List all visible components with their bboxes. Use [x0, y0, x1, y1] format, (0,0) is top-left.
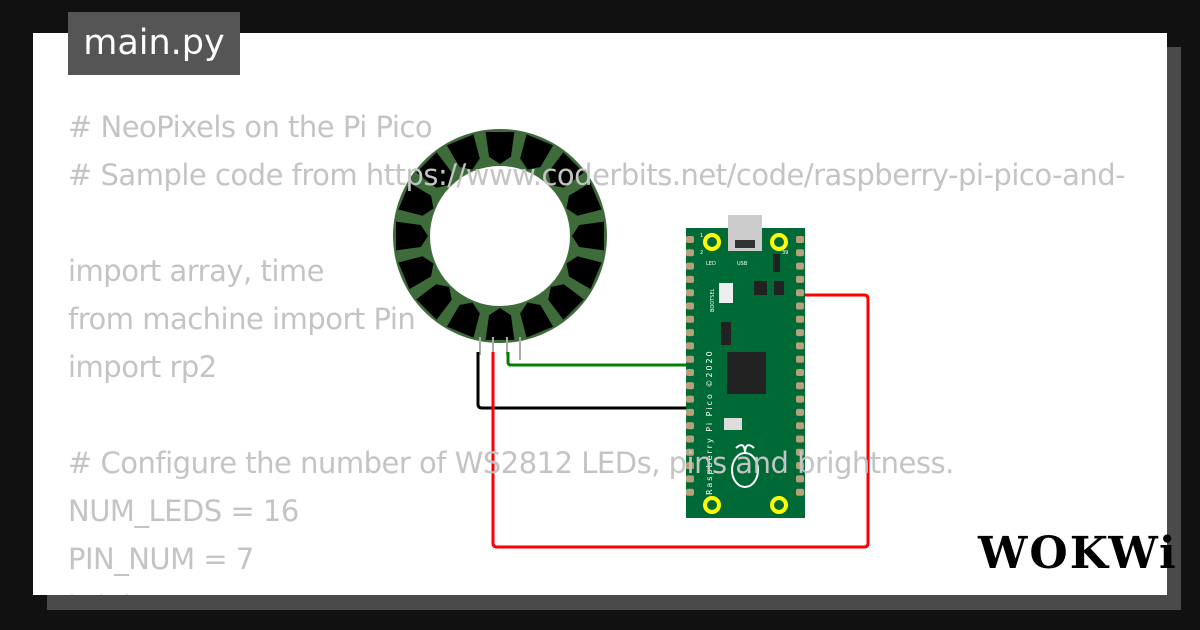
pico-pin[interactable] — [796, 448, 804, 456]
pico-pin[interactable] — [686, 395, 694, 403]
pico-pin[interactable] — [686, 236, 694, 243]
wire-power[interactable] — [491, 293, 870, 549]
pico-pin[interactable] — [686, 302, 694, 310]
pico-pin[interactable] — [796, 462, 804, 470]
pico-pin[interactable] — [796, 395, 804, 403]
pico-pin[interactable] — [686, 355, 694, 363]
pico-pin[interactable] — [686, 289, 694, 297]
file-tab[interactable]: main.py — [68, 12, 240, 75]
pico-pin[interactable] — [796, 475, 804, 483]
pin1-label: 1 — [700, 233, 703, 239]
pico-pin[interactable] — [686, 435, 694, 443]
pico-pin[interactable] — [686, 275, 694, 283]
ring-led[interactable] — [485, 131, 515, 164]
ring-led[interactable] — [446, 302, 480, 338]
pico-pin[interactable] — [796, 275, 804, 283]
pico-pin[interactable] — [796, 302, 804, 310]
ring-led[interactable] — [566, 256, 602, 290]
preview-card — [33, 33, 1167, 595]
ring-led[interactable] — [566, 182, 602, 216]
pico-pin[interactable] — [796, 369, 804, 376]
ring-led[interactable] — [398, 256, 434, 290]
pico-pin[interactable] — [686, 422, 694, 430]
pico-pin[interactable] — [796, 435, 804, 443]
ring-led[interactable] — [572, 221, 605, 251]
ring-led[interactable] — [416, 284, 452, 320]
pico-pin[interactable] — [796, 355, 804, 363]
pico-pin[interactable] — [686, 382, 694, 390]
rp2040-chip — [727, 352, 766, 394]
ring-led[interactable] — [548, 152, 584, 188]
ring-led[interactable] — [398, 182, 434, 216]
bootsel-label: BOOTSEL — [710, 288, 716, 312]
ring-led[interactable] — [485, 308, 515, 341]
pico-pin[interactable] — [796, 488, 804, 496]
pico-pin[interactable] — [686, 329, 694, 337]
pico-pin[interactable] — [686, 488, 694, 496]
raspberry-pi-pico[interactable]: Raspberry Pi Pico ©2020 LED USB BOOTSEL … — [686, 215, 805, 518]
wokwi-logo: WOKWi — [978, 528, 1178, 579]
pico-pin[interactable] — [796, 408, 804, 416]
ring-led[interactable] — [520, 302, 554, 338]
pico-pin[interactable] — [686, 262, 694, 270]
ring-led[interactable] — [548, 284, 584, 320]
ring-led[interactable] — [395, 221, 428, 251]
pico-pin[interactable] — [796, 422, 804, 430]
pico-pin[interactable] — [796, 289, 804, 297]
pico-pin[interactable] — [796, 249, 804, 257]
pico-pin[interactable] — [686, 408, 694, 416]
ring-led[interactable] — [520, 134, 554, 170]
pico-pin[interactable] — [686, 369, 694, 376]
pico-pin[interactable] — [796, 329, 804, 337]
pico-pin[interactable] — [796, 315, 804, 323]
ring-led[interactable] — [446, 134, 480, 170]
pico-pin[interactable] — [796, 342, 804, 350]
pin39-label: 39 — [782, 250, 788, 256]
pico-pin[interactable] — [686, 315, 694, 323]
ring-led[interactable] — [416, 152, 452, 188]
pico-pin[interactable] — [796, 236, 804, 243]
usb-label: USB — [737, 261, 748, 267]
wire-ground[interactable] — [476, 352, 697, 410]
raspberry-logo-icon — [731, 444, 759, 488]
pico-pin[interactable] — [686, 462, 694, 470]
bootsel-button — [719, 283, 733, 303]
pico-pin[interactable] — [796, 382, 804, 390]
pico-pin[interactable] — [686, 249, 694, 257]
pico-pin[interactable] — [796, 262, 804, 270]
neopixel-ring[interactable] — [393, 129, 607, 343]
led-label: LED — [706, 261, 716, 267]
pico-pin[interactable] — [686, 448, 694, 456]
wire-data[interactable] — [506, 352, 697, 367]
pico-pin[interactable] — [686, 342, 694, 350]
pico-pin[interactable] — [686, 475, 694, 483]
pin2-label: 2 — [700, 250, 703, 256]
board-label: Raspberry Pi Pico ©2020 — [705, 349, 714, 495]
